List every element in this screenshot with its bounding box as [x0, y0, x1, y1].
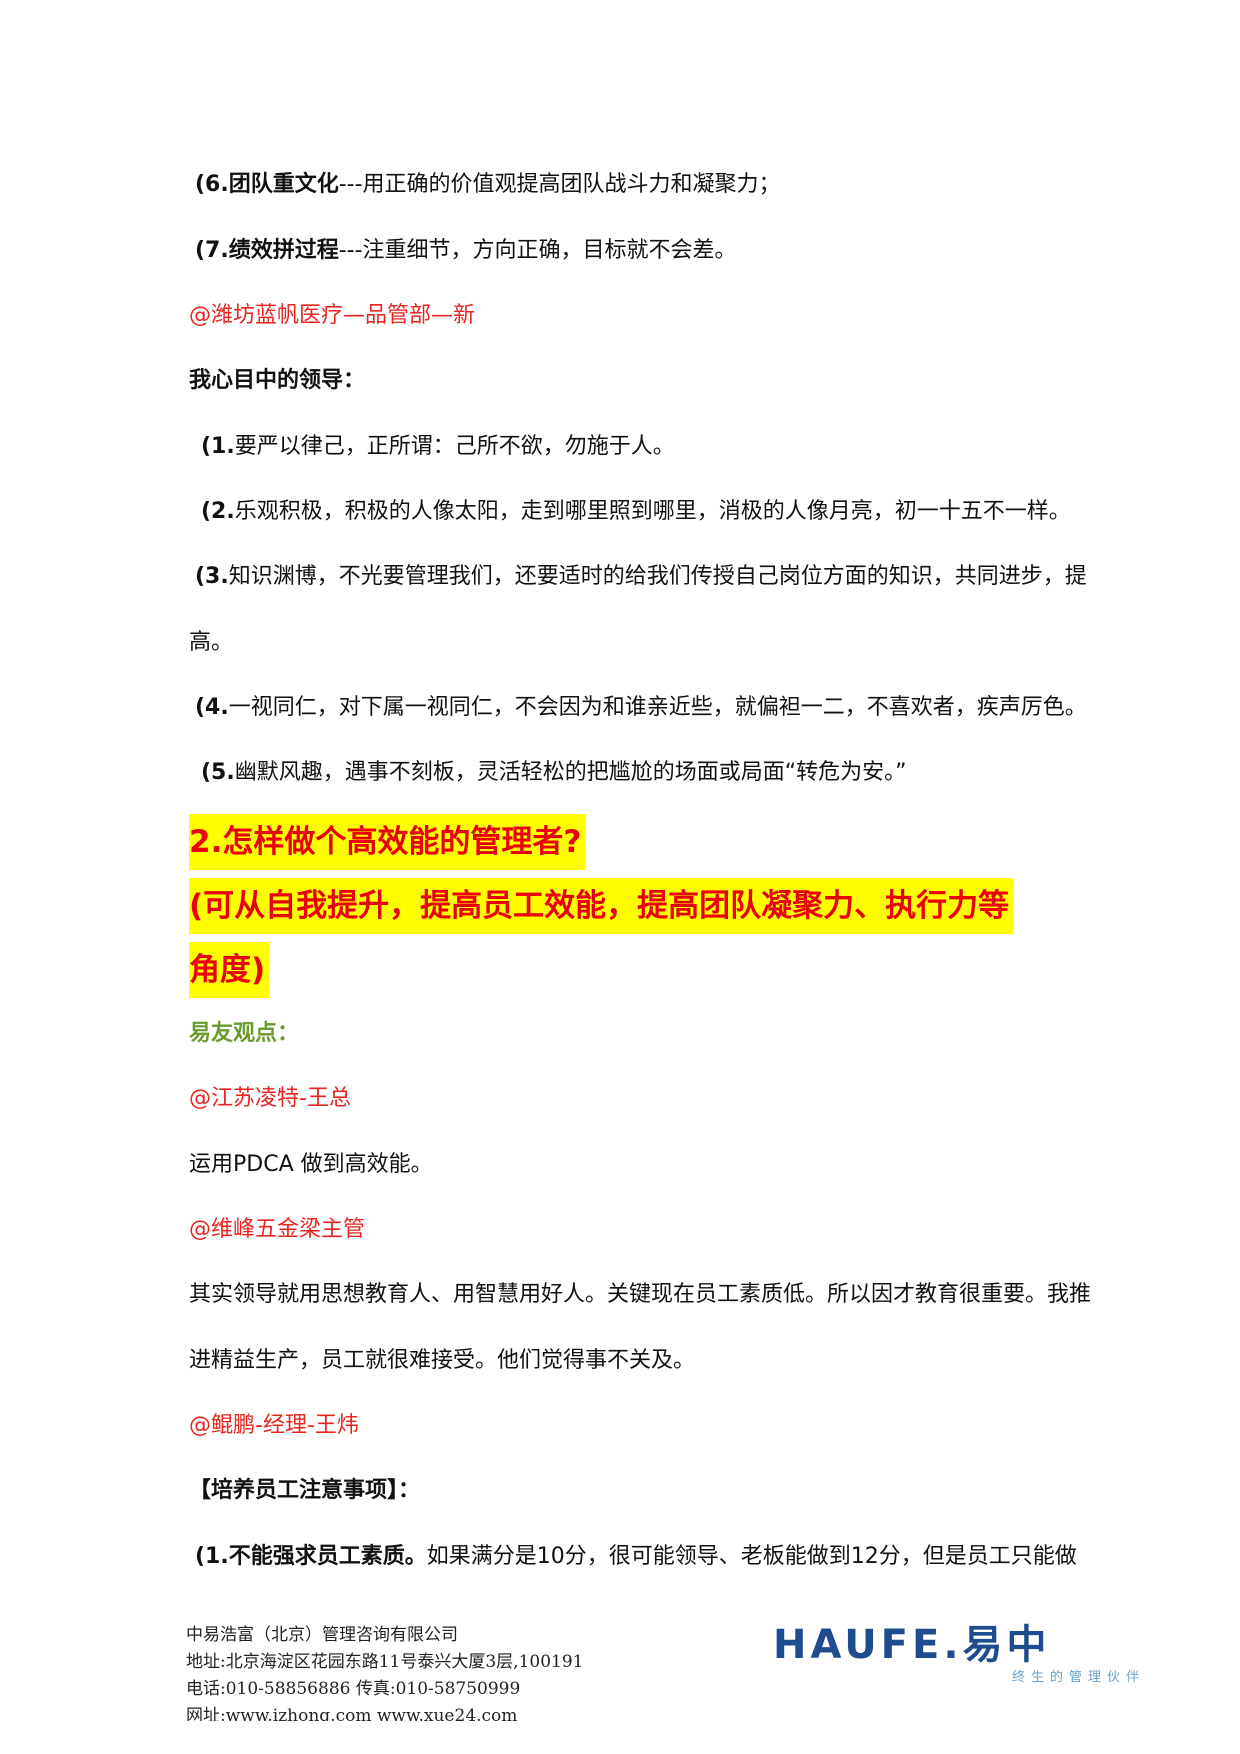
item-text: 乐观积极，积极的人像太阳，走到哪里照到哪里，消极的人像月亮，初一十五不一样。: [234, 499, 1071, 524]
paragraph: 运用PDCA 做到高效能。: [189, 1152, 433, 1177]
paragraph-item-7: (7.绩效拼过程---注重细节，方向正确，目标就不会差。: [195, 236, 737, 266]
section-heading: 2.怎样做个高效能的管理者?: [189, 814, 586, 870]
item-heading: (1.不能强求员工素质。: [195, 1544, 427, 1569]
item-text: 如果满分是10分，很可能领导、老板能做到12分，但是员工只能做: [426, 1544, 1077, 1569]
footer-address: 地址:北京海淀区花园东路11号泰兴大厦3层,100191: [186, 1652, 584, 1672]
footer-phone: 电话:010-58856886 传真:010-58750999: [186, 1679, 521, 1699]
section-subtitle: 我心目中的领导：: [189, 368, 366, 393]
footer-company: 中易浩富（北京）管理咨询有限公司: [186, 1625, 458, 1645]
list-item-continuation: 高。: [189, 630, 234, 655]
list-item: (1.不能强求员工素质。如果满分是10分，很可能领导、老板能做到12分，但是员工…: [195, 1542, 1077, 1572]
item-number: (2.: [201, 499, 235, 524]
author-mention: @维峰五金梁主管: [189, 1217, 366, 1242]
list-item: (5.幽默风趣，遇事不刻板，灵活轻松的把尴尬的场面或局面“转危为安。”: [201, 758, 907, 788]
logo-brand: HAUFE.易中: [773, 1622, 1051, 1668]
section-heading-subtitle: (可从自我提升，提高员工效能，提高团队凝聚力、执行力等: [189, 878, 1014, 934]
item-heading: (6.团队重文化: [195, 172, 339, 197]
item-number: (4.: [195, 695, 229, 720]
item-number: (1.: [201, 434, 235, 459]
logo-tagline: 终生的管理伙伴: [1012, 1670, 1146, 1685]
item-text: ---注重细节，方向正确，目标就不会差。: [338, 238, 737, 263]
paragraph-continuation: 进精益生产，员工就很难接受。他们觉得事不关及。: [189, 1348, 696, 1373]
author-mention: @鲲鹏-经理-王炜: [189, 1413, 359, 1438]
item-text: ---用正确的价值观提高团队战斗力和凝聚力；: [338, 172, 781, 197]
section-heading-subtitle-cont: 角度): [189, 942, 270, 998]
list-item: (2.乐观积极，积极的人像太阳，走到哪里照到哪里，消极的人像月亮，初一十五不一样…: [201, 497, 1071, 527]
section-subtitle: 【培养员工注意事项】：: [189, 1478, 421, 1503]
item-number: (5.: [201, 760, 235, 785]
author-mention: @江苏凌特-王总: [189, 1086, 351, 1111]
footer-website: 网址:www.izhong.com www.xue24.com: [186, 1706, 518, 1721]
haufe-logo: HAUFE.易中: [773, 1612, 1163, 1692]
list-item: (4.一视同仁，对下属一视同仁，不会因为和谁亲近些，就偏袒一二，不喜欢者，疾声厉…: [195, 693, 1087, 723]
item-number: (3.: [195, 564, 229, 589]
paragraph: 其实领导就用思想教育人、用智慧用好人。关键现在员工素质低。所以因才教育很重要。我…: [189, 1282, 1092, 1307]
list-item: (1.要严以律己，正所谓：己所不欲，勿施于人。: [201, 432, 675, 462]
item-heading: (7.绩效拼过程: [195, 238, 339, 263]
item-text: 要严以律己，正所谓：己所不欲，勿施于人。: [234, 434, 675, 459]
author-mention: @潍坊蓝帆医疗—品管部—新: [189, 303, 476, 328]
viewpoints-label: 易友观点：: [189, 1021, 300, 1046]
item-text: 一视同仁，对下属一视同仁，不会因为和谁亲近些，就偏袒一二，不喜欢者，疾声厉色。: [228, 695, 1087, 720]
item-text: 知识渊博，不光要管理我们，还要适时的给我们传授自己岗位方面的知识，共同进步，提: [228, 564, 1087, 589]
paragraph-item-6: (6.团队重文化---用正确的价值观提高团队战斗力和凝聚力；: [195, 170, 781, 200]
list-item: (3.知识渊博，不光要管理我们，还要适时的给我们传授自己岗位方面的知识，共同进步…: [195, 562, 1087, 592]
item-text: 幽默风趣，遇事不刻板，灵活轻松的把尴尬的场面或局面“转危为安。”: [234, 760, 907, 785]
